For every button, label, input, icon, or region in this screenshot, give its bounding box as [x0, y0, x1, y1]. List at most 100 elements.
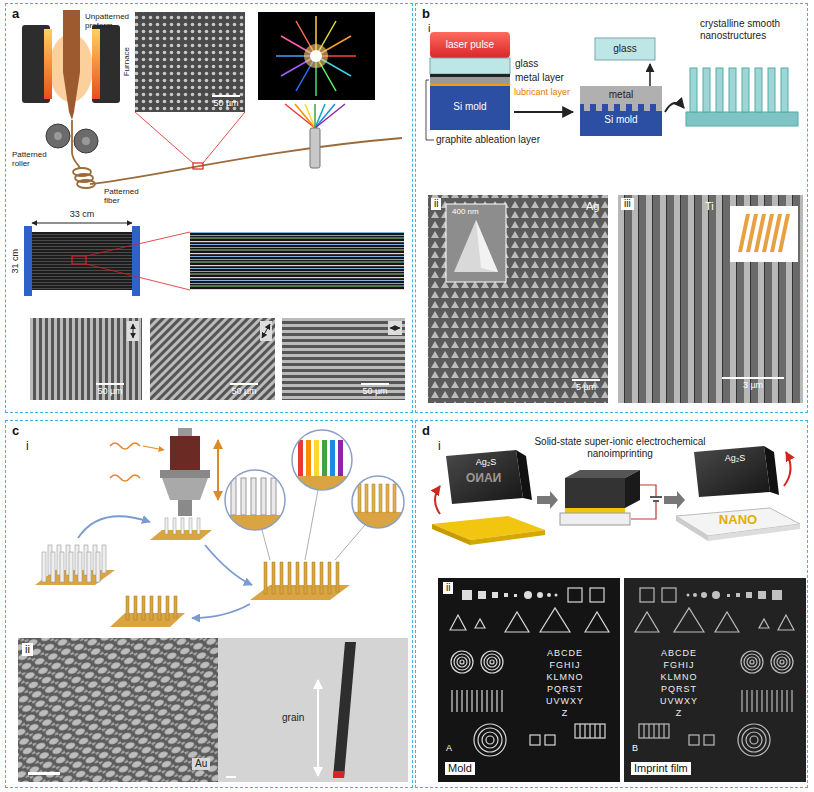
pillar-substrate: [165, 518, 168, 534]
ultrasonic-horn: [110, 475, 140, 481]
mold-stack: [632, 104, 638, 111]
part-label: lubricant layer: [514, 87, 570, 97]
pattern-shapes: [460, 660, 464, 664]
mold-stack: [584, 104, 590, 111]
ultrasonic-horn: [162, 478, 208, 500]
zoom-circle: [306, 440, 311, 476]
image-label: Mold: [445, 762, 475, 775]
pattern-shapes: [452, 690, 502, 712]
pattern-shapes: [450, 588, 609, 756]
pattern-shapes: [635, 588, 794, 756]
tem-image: [317, 680, 319, 776]
zoom-circle: [365, 484, 368, 512]
ag2s-mold: [764, 446, 779, 495]
pattern-shapes: [701, 592, 707, 598]
sem-image: [438, 578, 806, 782]
sem-image: [438, 578, 620, 782]
ag2s-mold: [432, 450, 558, 545]
zoom-circle: [220, 465, 290, 535]
laser-stack: [514, 111, 573, 113]
imprint-stack: [664, 491, 685, 509]
nanostructure-drawing: [690, 68, 697, 112]
roller-drawing: [82, 137, 90, 145]
sub-panel-label: i: [438, 440, 441, 454]
sem-image: [618, 195, 803, 403]
scale-label: 5 µm: [576, 382, 596, 392]
imprint-stack: [631, 502, 656, 519]
pattern-shapes: [715, 612, 739, 632]
pattern-text: ABCDE: [661, 648, 697, 658]
pattern-shapes: [504, 593, 508, 597]
pattern-shapes: [771, 651, 793, 673]
sem-image: [96, 383, 124, 385]
pattern-shapes: [750, 660, 754, 664]
scale-label: 400 nm: [452, 207, 479, 216]
sem-image: [133, 324, 134, 338]
pattern-text: NANO: [466, 472, 501, 486]
sem-image: [230, 383, 258, 385]
sem-image: [135, 12, 245, 112]
pattern-shapes: [777, 657, 787, 667]
pattern-shapes: [537, 592, 543, 598]
nanostructure-drawing: [686, 112, 798, 126]
ag2s-mold: [446, 450, 523, 504]
part-label: laser pulse: [446, 39, 494, 51]
pattern-shapes: [747, 657, 757, 667]
laser-pointer: [285, 104, 315, 128]
pattern-shapes: [635, 588, 794, 756]
laser-pointer: [310, 128, 320, 168]
material-label: Ag: [586, 200, 599, 213]
pillar-substrate: [328, 562, 331, 594]
pattern-shapes: [644, 724, 664, 738]
pillar-substrate: [69, 552, 73, 582]
pillar-substrate: [126, 596, 177, 620]
pattern-shapes: [457, 657, 467, 667]
imprint-stack: [640, 485, 656, 496]
imprint-stack: [565, 478, 625, 508]
ultrasonic-horn: [110, 428, 218, 516]
tem-image: [333, 642, 356, 778]
diffraction-image: [258, 12, 375, 100]
zoom-circle: [241, 478, 246, 515]
pattern-shapes: [774, 654, 790, 670]
panel-letter: b: [416, 4, 430, 21]
zoom-circle: [271, 478, 276, 515]
pattern-text: PQRST: [661, 684, 697, 694]
imprint-stack: [565, 508, 625, 513]
zoom-circle: [386, 484, 389, 512]
roller-drawing: [46, 124, 70, 148]
part-label: Patterned fiber: [104, 187, 148, 205]
sem-image: [454, 220, 498, 272]
pillar-substrate: [272, 562, 275, 594]
ag2s-mold: [516, 450, 532, 500]
dimension-label: 33 cm: [70, 209, 95, 219]
part-label: glass: [515, 58, 538, 70]
panel-box: a: [5, 3, 413, 413]
sub-panel-label: ii: [443, 582, 453, 594]
sem-image: [618, 195, 803, 403]
pattern-shapes: [490, 660, 494, 664]
pattern-text: PQRST: [547, 684, 583, 694]
pattern-shapes: [478, 728, 502, 752]
sem-image: [28, 772, 60, 775]
pattern-text: Z: [676, 708, 683, 718]
sub-panel-label: i: [26, 440, 29, 454]
laser-stack: [430, 58, 510, 74]
sem-image: [572, 379, 600, 381]
ag2s-mold: [432, 524, 470, 545]
pattern-shapes: [450, 588, 609, 756]
zoom-circle: [330, 440, 335, 476]
zoom-marker: [193, 163, 203, 169]
mold-stack: [580, 104, 662, 136]
pillar-substrate: [96, 552, 100, 582]
nanostructure-drawing: [742, 68, 749, 112]
zoom-marker: [203, 112, 245, 163]
part-label: Unpatterned preform: [85, 12, 133, 30]
sem-image: [428, 195, 608, 403]
sem-image: [282, 318, 405, 400]
zoom-circle: [251, 478, 256, 515]
pattern-shapes: [704, 735, 714, 745]
zoom-circle: [322, 440, 327, 476]
diffraction-image: [258, 12, 375, 100]
material-label: Ag₂S: [476, 457, 497, 467]
